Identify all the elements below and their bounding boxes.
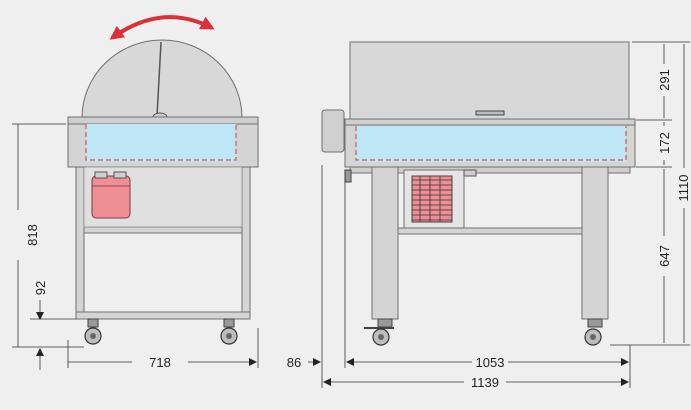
caster-wheel-icon (364, 318, 394, 346)
dome-lid (81, 39, 243, 119)
frame-leg-left (75, 166, 85, 316)
dim-front-width: 718 (149, 355, 171, 370)
side-tank-dash-line (355, 126, 627, 161)
side-dome-handle (475, 110, 505, 116)
tank-fill (86, 124, 236, 162)
push-handle (321, 109, 345, 153)
dim-side-dome-height: 291 (657, 69, 672, 91)
frame-shelf (83, 226, 243, 234)
condenser-unit (403, 169, 477, 229)
side-leg-left (371, 166, 399, 320)
compressor (91, 171, 131, 219)
dim-side-handle-offset: 86 (287, 355, 301, 370)
caster-wheel-icon (584, 318, 603, 346)
dome-divider (156, 41, 162, 117)
side-bracket (344, 169, 352, 183)
side-view: 86 1053 1139 291 172 647 1110 (287, 41, 691, 390)
side-top-rim (344, 118, 636, 126)
dim-side-frame-height: 647 (657, 245, 672, 267)
side-dome (349, 41, 630, 121)
dim-side-body-width: 1053 (476, 355, 505, 370)
caster-wheel-icon (220, 318, 238, 345)
dim-side-total-width: 1139 (471, 375, 499, 390)
frame-bottom (75, 311, 251, 320)
dim-front-wheel-height: 92 (33, 281, 48, 295)
dim-side-tank-height: 172 (657, 132, 672, 154)
tank-dash-line (85, 124, 237, 161)
top-rim (67, 116, 259, 125)
dim-side-total-height: 1110 (676, 175, 691, 202)
side-leg-right (581, 166, 609, 320)
frame-leg-right (241, 166, 251, 316)
dim-front-total-height: 818 (25, 224, 40, 246)
side-tank-fill (356, 126, 626, 162)
caster-wheel-icon (84, 318, 102, 345)
front-view: 818 92 718 (12, 15, 259, 370)
rotation-arrow-icon (109, 15, 215, 40)
side-shelf (397, 227, 583, 235)
